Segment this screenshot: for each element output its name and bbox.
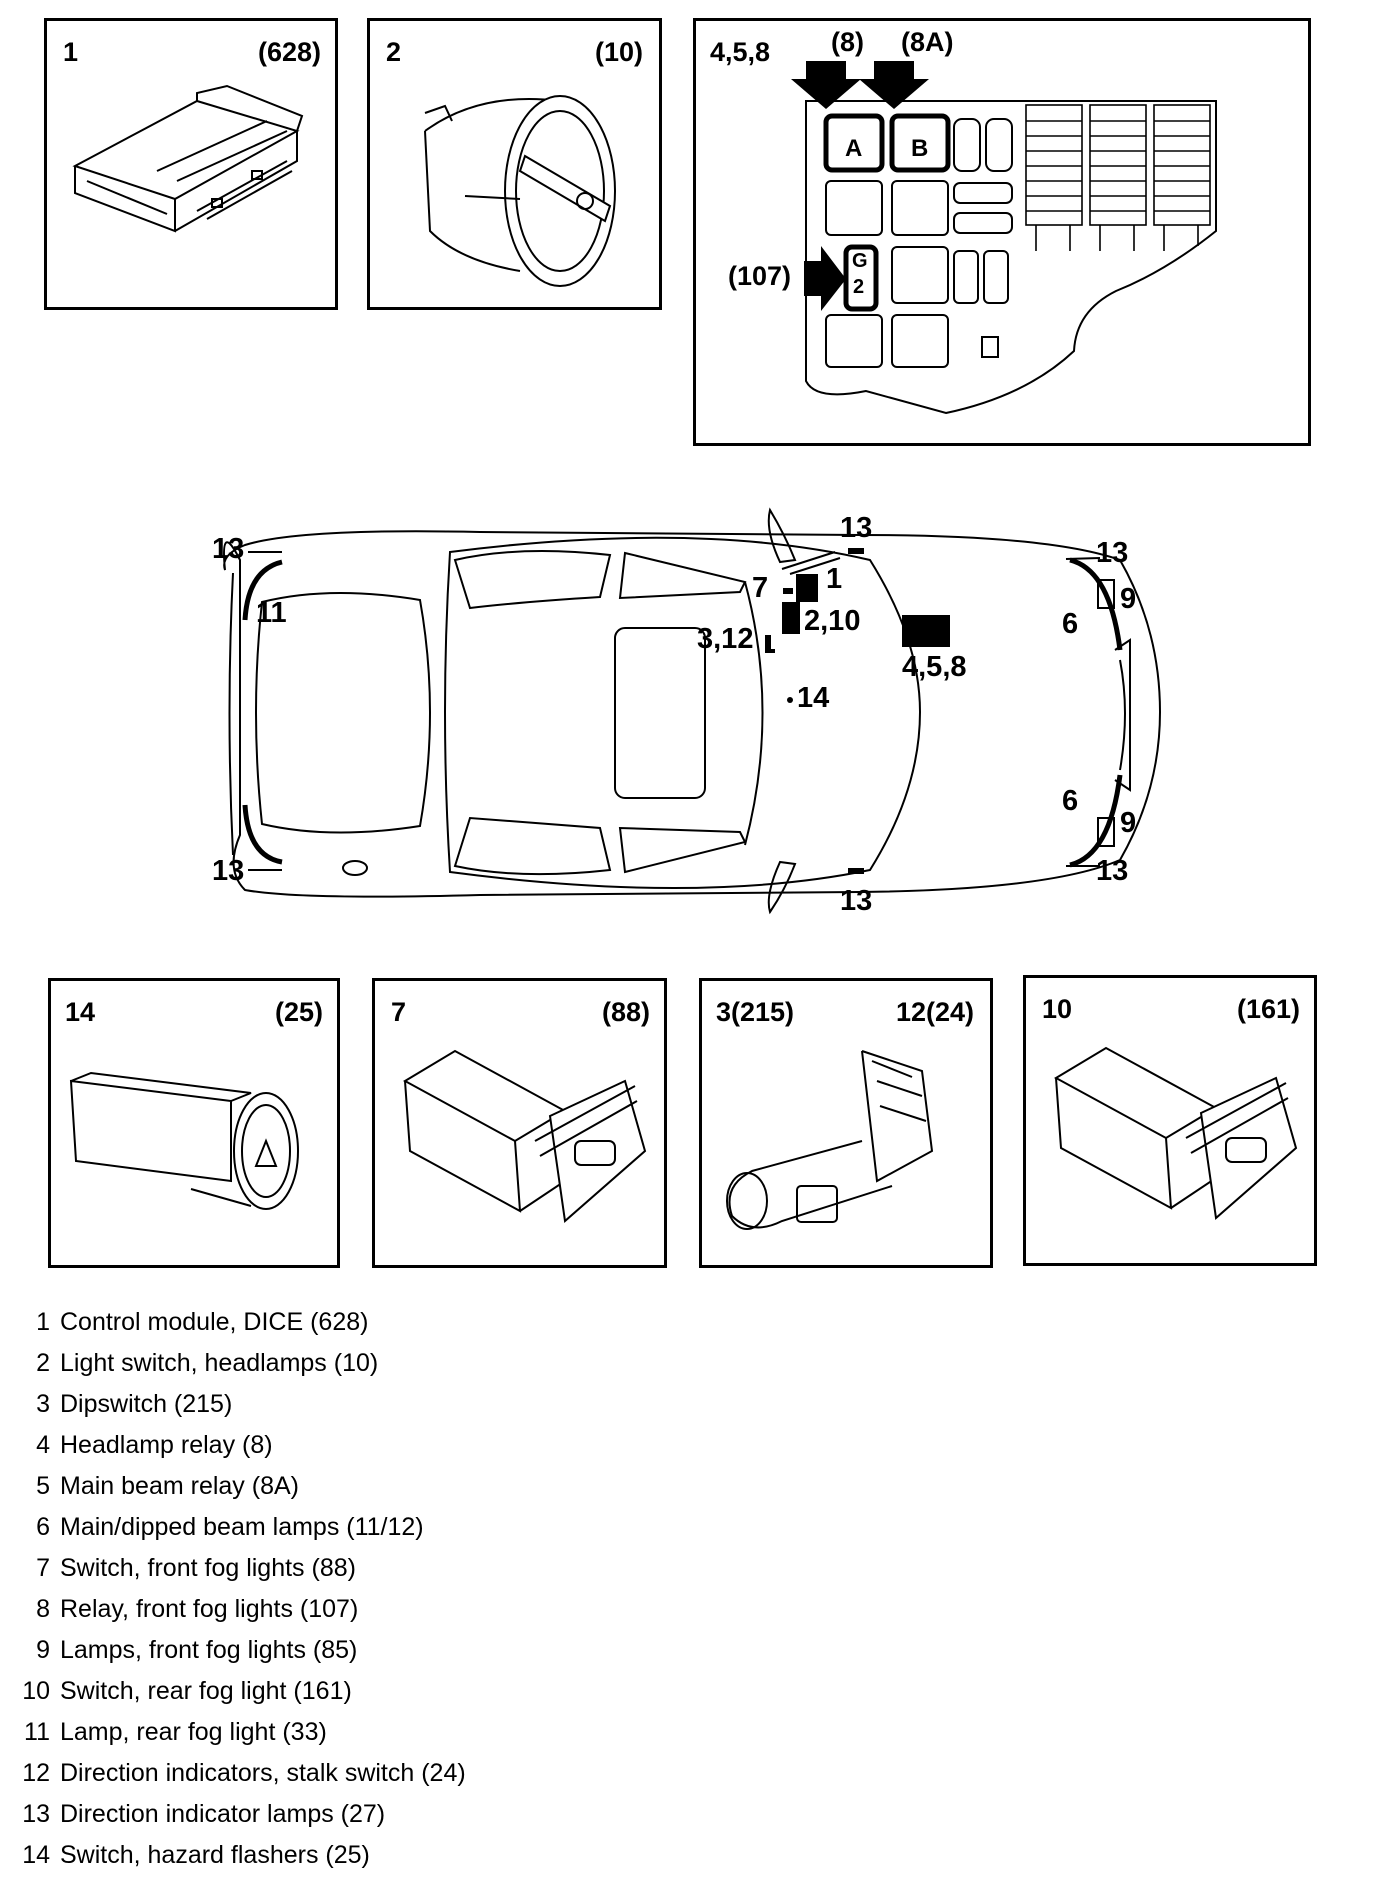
panel-light-switch: 2 (10) (367, 18, 662, 310)
legend-number: 3 (36, 1390, 50, 1418)
panel-stalk-switch: 3(215) 12(24) (699, 978, 993, 1268)
callout-13-rear-left-bottom: 13 (212, 855, 244, 887)
callout-14-hazard: 14 (797, 682, 829, 714)
legend-number: 9 (36, 1636, 50, 1664)
legend-item: 1 Control module, DICE (628) (0, 1308, 700, 1348)
legend-item: 8 Relay, front fog lights (107) (0, 1595, 700, 1635)
callout-6-beam-top: 6 (1062, 608, 1078, 640)
legend-text: Switch, hazard flashers (25) (60, 1841, 370, 1869)
panel-hazard-switch: 14 (25) (48, 978, 340, 1268)
callout-1-control-module: 1 (826, 563, 842, 595)
legend-number: 10 (22, 1677, 50, 1705)
legend-text: Direction indicators, stalk switch (24) (60, 1759, 466, 1787)
legend-item: 7 Switch, front fog lights (88) (0, 1554, 700, 1594)
legend-text: Main/dipped beam lamps (11/12) (60, 1513, 424, 1541)
callout-9-fog-bottom: 9 (1120, 807, 1136, 839)
legend-number: 14 (22, 1841, 50, 1869)
legend-text: Headlamp relay (8) (60, 1431, 273, 1459)
callout-13-side-top: 13 (840, 512, 872, 544)
legend-item: 11 Lamp, rear fog light (33) (0, 1718, 700, 1758)
legend-item: 2 Light switch, headlamps (10) (0, 1349, 700, 1389)
panel-fuse-box: 4,5,8 (8) (8A) (107) (693, 18, 1311, 446)
legend-item: 13 Direction indicator lamps (27) (0, 1800, 700, 1840)
panel-number: 3(215) (716, 997, 795, 1027)
callout-13-rear-left-top: 13 (212, 533, 244, 565)
panel-number: 7 (391, 997, 407, 1027)
legend-number: 2 (36, 1349, 50, 1377)
panel-number: 2 (386, 37, 402, 67)
legend-text: Light switch, headlamps (10) (60, 1349, 379, 1377)
legend-number: 1 (36, 1308, 50, 1336)
legend-number: 12 (22, 1759, 50, 1787)
legend-item: 5 Main beam relay (8A) (0, 1472, 700, 1512)
callout-3-12-stalk: 3,12 (697, 623, 753, 655)
relay-g2-label: 2 (853, 276, 865, 298)
rear-fog-switch-illustration (1053, 1046, 1298, 1220)
callout-7-fog-switch: 7 (752, 572, 768, 604)
panel-number: 1 (63, 37, 79, 67)
car-top-view: 13 11 13 13 1 7 2,10 3,12 4,5,8 14 13 9 … (212, 507, 1162, 917)
callout-9-fog-top: 9 (1120, 583, 1136, 615)
legend-number: 5 (36, 1472, 50, 1500)
legend-item: 3 Dipswitch (215) (0, 1390, 700, 1430)
panel-front-fog-switch: 7 (88) (372, 978, 667, 1268)
control-module-illustration (72, 84, 304, 233)
relay-a-label: A (845, 135, 863, 162)
arrow-label-headlamp-relay: (8) (831, 27, 864, 57)
panel-number: 14 (65, 997, 96, 1027)
legend-number: 7 (36, 1554, 50, 1582)
callout-13-side-bottom: 13 (840, 885, 872, 917)
legend-number: 13 (22, 1800, 50, 1828)
panel-code: (628) (257, 37, 321, 67)
legend-item: 14 Switch, hazard flashers (25) (0, 1841, 700, 1881)
panel-code: (161) (1236, 994, 1300, 1024)
legend-number: 4 (36, 1431, 50, 1459)
callout-11-rear-fog: 11 (256, 597, 287, 629)
legend-text: Dipswitch (215) (60, 1390, 233, 1418)
panel-number: 10 (1042, 994, 1073, 1024)
legend-text: Direction indicator lamps (27) (60, 1800, 386, 1828)
callout-13-front-right-bottom: 13 (1096, 855, 1128, 887)
side-label-fog-relay: (107) (728, 261, 792, 291)
legend-item: 10 Switch, rear fog light (161) (0, 1677, 700, 1717)
panel-code: (88) (601, 997, 650, 1027)
relay-g-label: G (852, 250, 868, 272)
panel-code: 12(24) (895, 997, 974, 1027)
legend-text: Relay, front fog lights (107) (60, 1595, 359, 1623)
callout-13-front-right-top: 13 (1096, 537, 1128, 569)
panel-rear-fog-switch: 10 (161) (1023, 975, 1317, 1266)
panel-code: (10) (594, 37, 643, 67)
arrow-label-main-beam-relay: (8A) (901, 27, 954, 57)
legend-item: 9 Lamps, front fog lights (85) (0, 1636, 700, 1676)
legend-text: Control module, DICE (628) (60, 1308, 369, 1336)
legend-number: 6 (36, 1513, 50, 1541)
stalk-switch-illustration (726, 1050, 934, 1230)
panel-number: 4,5,8 (710, 37, 771, 67)
legend-text: Switch, rear fog light (161) (60, 1677, 352, 1705)
legend-item: 6 Main/dipped beam lamps (11/12) (0, 1513, 700, 1553)
legend-text: Lamps, front fog lights (85) (60, 1636, 358, 1664)
legend-number: 11 (24, 1718, 50, 1746)
legend-number: 8 (36, 1595, 50, 1623)
legend-text: Lamp, rear fog light (33) (60, 1718, 327, 1746)
fuse-box-illustration (791, 61, 1217, 415)
legend-text: Switch, front fog lights (88) (60, 1554, 356, 1582)
legend-item: 12 Direction indicators, stalk switch (24… (0, 1759, 700, 1799)
legend-item: 4 Headlamp relay (8) (0, 1431, 700, 1471)
callout-2-10-switches: 2,10 (804, 605, 860, 637)
panel-code: (25) (274, 997, 323, 1027)
callout-4-5-8-relays: 4,5,8 (902, 651, 967, 683)
light-switch-illustration (424, 95, 616, 287)
panel-control-module: 1 (628) (44, 18, 338, 310)
hazard-switch-illustration (69, 1071, 299, 1210)
callout-6-beam-bottom: 6 (1062, 785, 1078, 817)
front-fog-switch-illustration (402, 1049, 647, 1223)
relay-b-label: B (911, 135, 929, 162)
legend-text: Main beam relay (8A) (60, 1472, 299, 1500)
